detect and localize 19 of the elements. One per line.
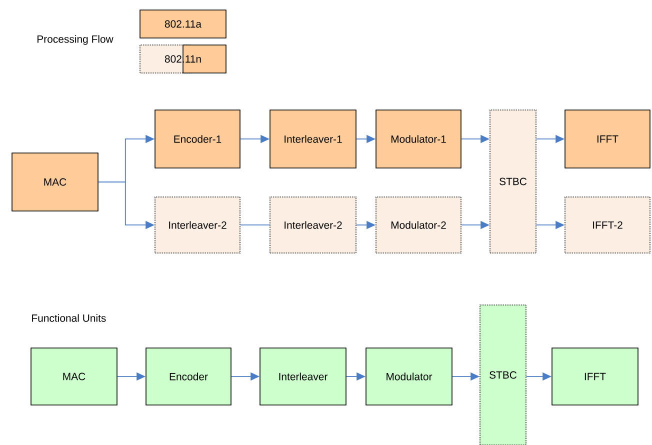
process-box: Encoder-1 — [154, 110, 240, 168]
process-box: Modulator-1 — [376, 110, 462, 168]
process-box: MAC — [30, 348, 118, 406]
process-box: IFFT-2 — [564, 196, 650, 254]
stage-bar: STBC — [490, 110, 536, 254]
process-box: IFFT — [552, 348, 638, 406]
process-box: Interleaver-1 — [270, 110, 356, 168]
process-box: Encoder — [146, 348, 232, 406]
process-box: Modulator-2 — [376, 196, 462, 254]
process-box: IFFT — [564, 110, 650, 168]
process-box: Interleaver-2 — [154, 196, 240, 254]
process-box: Interleaver-2 — [270, 196, 356, 254]
section-heading: Functional Units — [32, 314, 106, 322]
section-heading: Processing Flow — [38, 35, 114, 45]
process-box: Interleaver — [260, 348, 346, 406]
process-box: MAC — [12, 152, 98, 212]
process-box: Modulator — [366, 348, 452, 406]
stage-bar: STBC — [480, 304, 526, 445]
legend-box: 802.11a — [140, 10, 226, 38]
